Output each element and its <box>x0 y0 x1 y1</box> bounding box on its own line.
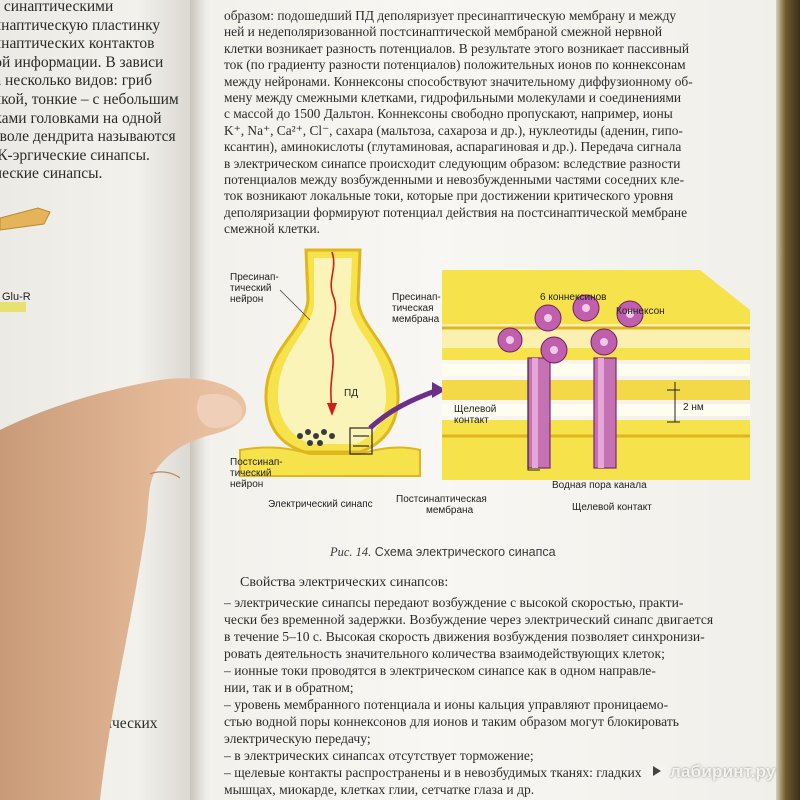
presyn-membrane-label-3: мембрана <box>392 313 440 325</box>
caption-text: Схема электрического синапса <box>374 545 556 559</box>
text-line: ся синаптическими <box>0 0 114 15</box>
text-line: стволе дендрита называются <box>0 128 176 146</box>
text-line: ейкой, тонкие – с небольшим <box>0 90 179 108</box>
text-line: ной информации. В зависи <box>0 53 164 71</box>
gap-contact-left-label-1: Щелевой <box>454 404 496 415</box>
text-line: потенциалов между возбужденными и невозб… <box>224 171 685 187</box>
postsyn-neuron-label-3: нейрон <box>230 479 263 490</box>
properties-list: – электрические синапсы передают возбужд… <box>224 594 749 798</box>
text-line: – электрические синапсы передают возбужд… <box>224 595 684 610</box>
text-line: в течение 5–10 с. Высокая скорость движе… <box>224 629 705 644</box>
text-line: ток возникают локальные токи, которые пр… <box>224 188 674 204</box>
text-line: – ионные токи проводятся в электрическом… <box>224 663 656 678</box>
text-line: – в электрических синапсах отсутствует т… <box>224 748 534 763</box>
electric-synapse-label: Электрический синапс <box>268 499 373 510</box>
text-line: смежной клетки. <box>224 221 320 237</box>
presyn-neuron-label-3: нейрон <box>230 294 263 305</box>
water-pore-label: Водная пора канала <box>552 480 647 491</box>
presyn-membrane-label-2: тическая <box>392 303 434 314</box>
two-nm-label: 2 нм <box>683 402 704 413</box>
right-page: образом: подошедший ПД деполяризует прес… <box>210 0 776 800</box>
pd-label: ПД <box>344 388 358 399</box>
text-line: синаптическую пластинку <box>0 16 161 34</box>
hand-thumb <box>0 378 247 800</box>
text-line: ксантин), аминокислоты (глутаминовая, ас… <box>224 139 682 155</box>
text-line: в электрическом синапсе происходит следу… <box>224 155 681 171</box>
text-line: между нейронами. Коннексоны способствуют… <box>224 73 693 89</box>
text-line: ней и недеполяризованной постсинаптическ… <box>224 24 662 40</box>
text-line: нии, так и в обратном; <box>224 680 354 695</box>
text-line: стью водной поры коннексонов для ионов и… <box>224 714 679 729</box>
neuron-illustration: ПД Пресинап- тический нейрон Постсинап- … <box>230 248 446 510</box>
text-line: мену между смежными клетками, гидрофильн… <box>224 89 682 105</box>
watermark: лабиринт.ру <box>648 762 776 782</box>
postsyn-neuron-label-2: тический <box>230 468 271 479</box>
text-line: клетки возникает разность потенциалов. В… <box>224 40 690 56</box>
text-line: – уровень мембранного потенциала и ионы … <box>224 697 669 712</box>
text-line: иками головками на одной <box>0 109 162 127</box>
text-line: ИК-эргические синапсы. <box>0 146 150 164</box>
six-connexins-label: 6 коннексинов <box>540 292 606 303</box>
postsyn-membrane-label-1: Постсинаптическая <box>396 494 487 505</box>
synapse-diagram: ПД Пресинап- тический нейрон Постсинап- … <box>230 248 750 516</box>
connexon-label: Коннексон <box>616 306 665 317</box>
gap-contact-left-label-2: контакт <box>454 415 489 426</box>
postsyn-neuron-label-1: Постсинап- <box>230 457 283 468</box>
text-line: ические синапсы. <box>0 165 103 183</box>
text-line: K⁺, Na⁺, Ca²⁺, Cl⁻, сахара (мальтоза, са… <box>224 122 683 138</box>
paragraph-text: образом: подошедший ПД деполяризует прес… <box>224 8 744 237</box>
section-title: Свойства электрических синапсов: <box>240 575 449 590</box>
text-line: синаптических контактов <box>0 35 155 53</box>
presyn-neuron-label-2: тический <box>230 283 271 294</box>
text-line: электрическую передачу; <box>224 731 371 746</box>
caption-number: Рис. 14. <box>330 545 372 559</box>
text-line: чески без временной задержки. Возбуждени… <box>224 612 714 627</box>
gap-contact-bottom-label: Щелевой контакт <box>572 502 652 513</box>
text-line: с массой до 1500 Дальтон. Коннексоны сво… <box>224 106 673 122</box>
gap-junction-illustration: 2 нм 6 коннексинов Коннексон Пресинап- т… <box>392 270 750 516</box>
text-line: на несколько видов: гриб <box>0 72 152 90</box>
labirint-logo-icon <box>648 762 666 780</box>
text-line: образом: подошедший ПД деполяризует прес… <box>224 8 677 23</box>
watermark-text: лабиринт.ру <box>670 762 776 781</box>
presyn-neuron-label-1: Пресинап- <box>230 272 279 283</box>
text-line: мышцах, миокарде, клетках глии, сетчатке… <box>224 782 535 797</box>
figure-caption: Рис. 14. Схема электрического синапса <box>330 545 556 560</box>
text-line: ровать деятельность значительного количе… <box>224 646 665 661</box>
text-line: ток (по градиенту разности потенциалов) … <box>224 57 686 73</box>
glu-label: Glu-R <box>2 291 31 303</box>
text-line: – щелевые контакты распространены и в не… <box>224 765 642 780</box>
book-edge <box>776 0 800 800</box>
text-line: деполяризации формируют потенциал действ… <box>224 204 688 220</box>
presyn-membrane-label-1: Пресинап- <box>392 292 441 303</box>
postsyn-membrane-label-2: мембрана <box>426 504 474 516</box>
left-figure-fragment: Glu-R <box>0 207 51 312</box>
